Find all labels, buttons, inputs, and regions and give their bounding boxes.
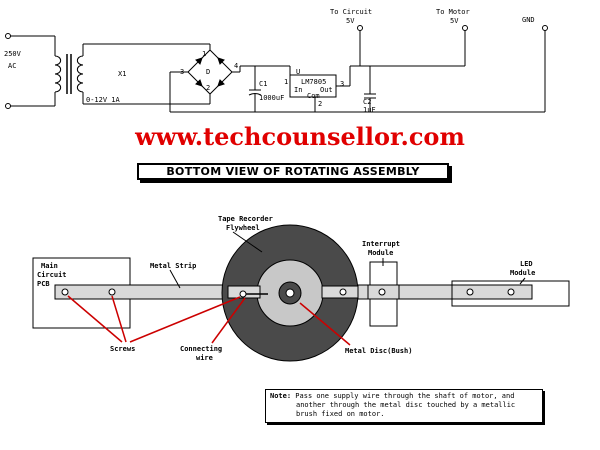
- transformer-secondary-coil: [76, 55, 84, 93]
- bridge-pin-label: 2: [206, 84, 211, 92]
- ac-voltage-label: 250V: [4, 50, 21, 58]
- bridge-pin-label: 1: [202, 50, 207, 58]
- note-box: Note: Pass one supply wire through the s…: [265, 389, 543, 423]
- bridge-pin-label: 4: [234, 62, 239, 70]
- interrupt-label-1: Interrupt: [362, 240, 400, 248]
- gnd-label: GND: [522, 16, 535, 24]
- shaft-hole: [285, 288, 295, 298]
- note-label: Note:: [270, 392, 292, 400]
- screw: [239, 290, 247, 298]
- to-motor-label: To Motor: [436, 8, 470, 16]
- transformer-primary-coil: [54, 55, 62, 93]
- regulator-in-label: In: [294, 86, 303, 94]
- website-watermark: www.techcounsellor.com: [135, 122, 465, 151]
- metal-strip: [54, 284, 246, 300]
- to-motor-terminal: [462, 25, 468, 31]
- main-pcb-label-1: Main: [41, 262, 58, 270]
- screw: [339, 288, 347, 296]
- c2-value-label: 1uF: [363, 106, 376, 114]
- regulator-out-label: Out: [320, 86, 333, 94]
- note-line: another through the metal disc touched b…: [296, 401, 516, 409]
- transformer-ref-label: X1: [118, 70, 127, 78]
- interrupt-label-2: Module: [368, 249, 394, 257]
- led-label-1: LED: [520, 260, 533, 268]
- screw: [61, 288, 69, 296]
- screw: [378, 288, 386, 296]
- screws-label: Screws: [110, 345, 136, 353]
- regulator-pin3-label: 3: [340, 80, 345, 88]
- regulator-name-label: LM7805: [301, 78, 327, 86]
- metal-strip-label: Metal Strip: [150, 262, 197, 270]
- c2-label: C2: [363, 98, 372, 106]
- to-motor-voltage-label: 5V: [450, 17, 459, 25]
- note-line: Pass one supply wire through the shaft o…: [295, 392, 515, 400]
- c1-label: C1: [259, 80, 268, 88]
- main-pcb-label-2: Circuit: [37, 271, 67, 279]
- bridge-ref-label: D: [206, 68, 211, 76]
- ac-label: AC: [8, 62, 17, 70]
- connecting-wire-label-2: wire: [196, 354, 213, 362]
- main-pcb-label-3: PCB: [37, 280, 50, 288]
- flywheel-label-1: Tape Recorder: [218, 215, 273, 223]
- regulator-com-label: Com: [307, 92, 320, 100]
- to-circuit-label: To Circuit: [330, 8, 373, 16]
- regulator-pin1-label: 1: [284, 78, 289, 86]
- regulator-pin2-label: 2: [318, 100, 323, 108]
- flywheel-label-2: Flywheel: [226, 224, 260, 232]
- screw: [108, 288, 116, 296]
- screw: [507, 288, 515, 296]
- assembly-title: BOTTOM VIEW OF ROTATING ASSEMBLY: [137, 163, 449, 180]
- c1-value-label: 1000uF: [259, 94, 285, 102]
- to-circuit-terminal: [357, 25, 363, 31]
- to-circuit-voltage-label: 5V: [346, 17, 355, 25]
- connecting-wire-label-1: Connecting: [180, 345, 223, 353]
- note-line: brush fixed on motor.: [296, 410, 385, 418]
- led-label-2: Module: [510, 269, 536, 277]
- bridge-pin-label: 3: [180, 68, 185, 76]
- gnd-terminal: [542, 25, 548, 31]
- metal-disc-label: Metal Disc(Bush): [345, 347, 413, 355]
- transformer-rating-label: 0-12V 1A: [86, 96, 120, 104]
- regulator-u-label: U: [296, 68, 301, 76]
- screw: [466, 288, 474, 296]
